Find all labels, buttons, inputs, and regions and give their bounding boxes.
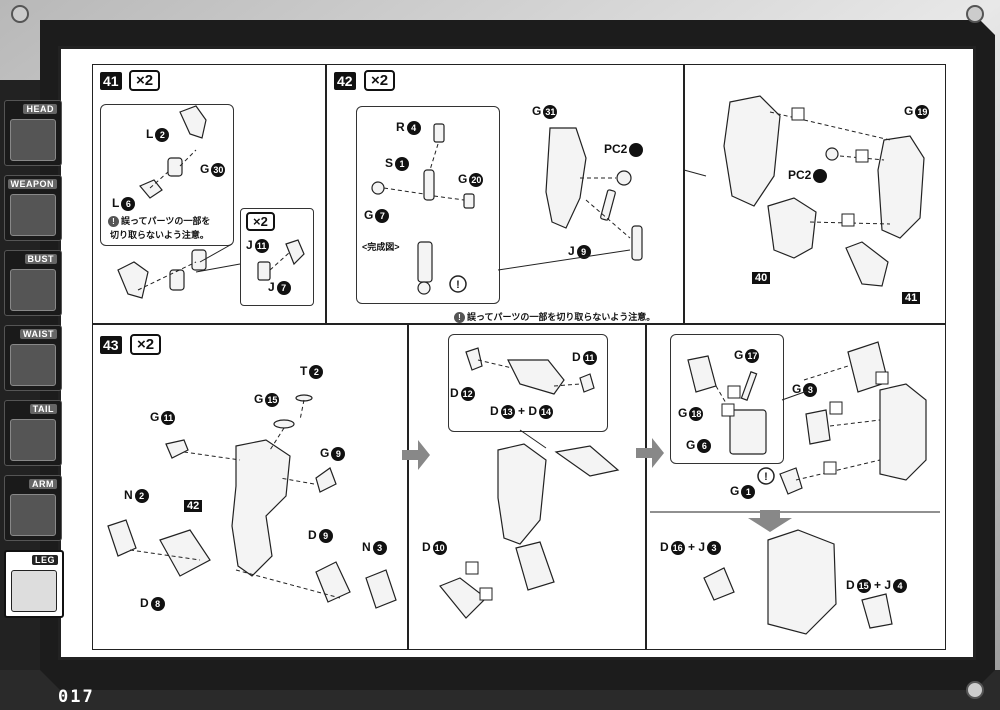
- step-number: 42: [334, 72, 356, 90]
- waist-thumbnail: [10, 344, 56, 386]
- part-label: 42: [184, 498, 203, 512]
- caution-note: 切り取らないよう注意。: [110, 230, 209, 240]
- complete-diagram-label: <完成図>: [362, 242, 400, 252]
- step-number: 43: [100, 336, 122, 354]
- bust-thumbnail: [10, 269, 56, 311]
- step-42b-panel: [684, 64, 946, 324]
- tab-head[interactable]: HEAD: [4, 100, 62, 166]
- sidebar: HEAD WEAPON BUST WAIST TAIL ARM LEG: [0, 96, 64, 636]
- page-number: 017: [58, 687, 95, 707]
- head-thumbnail: [10, 119, 56, 161]
- quantity-badge: ×2: [364, 70, 396, 91]
- tab-arm[interactable]: ARM: [4, 475, 62, 541]
- detail-callout: [356, 106, 500, 304]
- part-label: 40: [752, 270, 771, 284]
- arm-thumbnail: [10, 494, 56, 536]
- weapon-thumbnail: [10, 194, 56, 236]
- tab-bust[interactable]: BUST: [4, 250, 62, 316]
- quantity-badge: ×2: [246, 212, 275, 231]
- tab-tail[interactable]: TAIL: [4, 400, 62, 466]
- leg-thumbnail: [11, 570, 57, 612]
- part-label: PC2: [604, 142, 644, 157]
- step-number: 41: [100, 72, 122, 90]
- tab-waist[interactable]: WAIST: [4, 325, 62, 391]
- caution-note: !誤ってパーツの一部を切り取らないよう注意。: [454, 310, 655, 323]
- caution-note: !誤ってパーツの一部を: [108, 214, 210, 227]
- part-label: PC2: [788, 168, 828, 183]
- tab-leg[interactable]: LEG: [4, 550, 64, 618]
- tab-weapon[interactable]: WEAPON: [4, 175, 62, 241]
- quantity-badge: ×2: [130, 334, 162, 355]
- quantity-badge: ×2: [129, 70, 161, 91]
- part-label: 41: [902, 290, 921, 304]
- tail-thumbnail: [10, 419, 56, 461]
